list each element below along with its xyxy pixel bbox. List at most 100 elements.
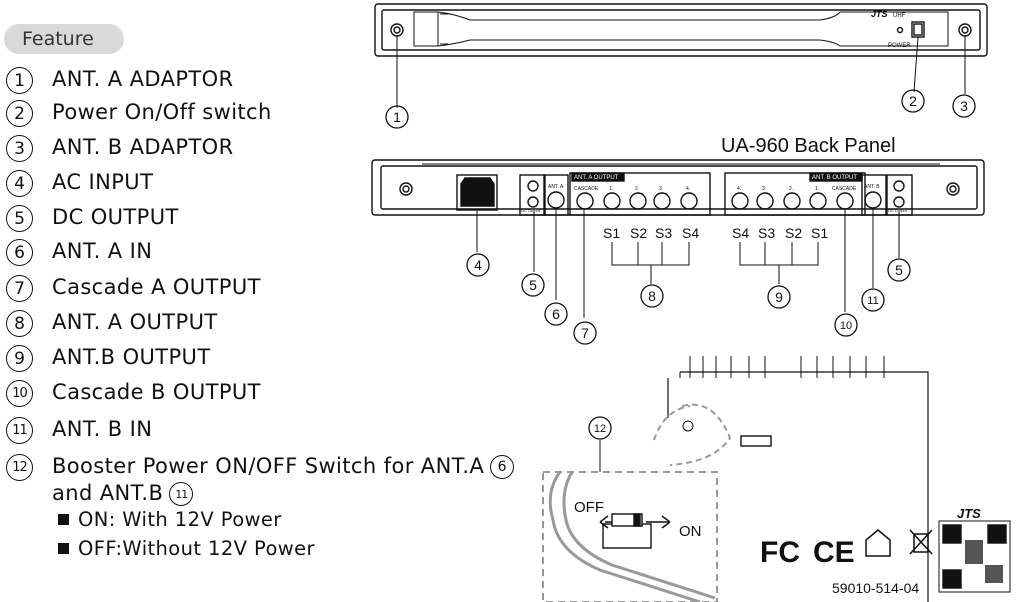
callout-number: 2 bbox=[6, 100, 33, 127]
ant-b-adaptor-connector bbox=[958, 23, 972, 37]
a-port-label: 3. bbox=[659, 186, 663, 192]
feature-label: Power On/Off switch bbox=[52, 100, 272, 124]
a-switch-label: S1 bbox=[603, 225, 620, 241]
b-port-label: 3. bbox=[762, 186, 766, 192]
callout-label: 3 bbox=[960, 98, 968, 114]
callout-label: 9 bbox=[775, 289, 783, 305]
switch-note-on: ON: With 12V Power bbox=[58, 508, 282, 531]
front-brand: JTS bbox=[871, 9, 888, 19]
callout-number: 3 bbox=[6, 135, 33, 162]
callout-label: 6 bbox=[552, 306, 560, 322]
bullet-square-icon bbox=[58, 514, 69, 525]
switch-detail bbox=[542, 356, 929, 602]
dc-output-label-b: DC Output bbox=[888, 208, 908, 213]
b-port-label: 4. bbox=[737, 186, 741, 192]
callout-number: 10 bbox=[6, 380, 33, 407]
ant-a-in-connector bbox=[547, 191, 565, 209]
feature-item-5: 5 DC OUTPUT bbox=[6, 204, 179, 232]
feature-item-1: 1 ANT. A ADAPTOR bbox=[6, 66, 234, 94]
cascade-a-label: CASCADE bbox=[574, 186, 599, 192]
callout-number: 9 bbox=[6, 345, 33, 372]
a-switch-label: S2 bbox=[630, 225, 647, 241]
callout-label: 1 bbox=[393, 109, 401, 125]
callout-number: 8 bbox=[6, 310, 33, 337]
front-band: UHF bbox=[893, 13, 906, 19]
switch-note-label: OFF:Without 12V Power bbox=[78, 537, 315, 560]
back-panel-title: UA-960 Back Panel bbox=[721, 135, 896, 157]
feature-label: ANT. B ADAPTOR bbox=[52, 135, 234, 159]
b-switch-label: S3 bbox=[758, 225, 775, 241]
callout-number: 7 bbox=[6, 275, 33, 302]
feature-label-line1: Booster Power ON/OFF Switch for ANT.A bbox=[52, 454, 485, 478]
front-power-label: POWER bbox=[888, 43, 911, 49]
ant-a-label: ANT. A bbox=[548, 184, 564, 190]
bullet-square-icon bbox=[58, 543, 69, 554]
home-icon bbox=[865, 529, 891, 557]
callout-label: 11 bbox=[867, 295, 878, 307]
feature-label: ANT.B OUTPUT bbox=[52, 345, 211, 369]
back-panel bbox=[371, 159, 985, 216]
feature-item-9: 9 ANT.B OUTPUT bbox=[6, 344, 211, 372]
callout-label: 5 bbox=[529, 277, 537, 293]
callout-number: 12 bbox=[6, 454, 33, 481]
a-port-label: 4. bbox=[686, 186, 690, 192]
switch-off-label: OFF bbox=[574, 499, 604, 516]
callout-number: 5 bbox=[6, 205, 33, 232]
feature-item-3: 3 ANT. B ADAPTOR bbox=[6, 134, 234, 162]
callout-label: 4 bbox=[474, 257, 482, 273]
feature-item-6: 6 ANT. A IN bbox=[6, 238, 152, 266]
feature-item-12: 12 Booster Power ON/OFF Switch for ANT.A… bbox=[6, 453, 515, 507]
callout-label: 2 bbox=[909, 93, 917, 109]
a-switch-label: S3 bbox=[655, 225, 672, 241]
part-number: 59010-514-04 bbox=[832, 580, 919, 596]
b-switch-label: S4 bbox=[732, 225, 749, 241]
ant-b-in-connector bbox=[864, 191, 882, 209]
fcc-mark-icon: FC bbox=[760, 536, 800, 569]
b-switch-label: S1 bbox=[811, 225, 828, 241]
callout-label: 12 bbox=[594, 423, 606, 435]
callout-number: 6 bbox=[6, 239, 33, 266]
a-switch-label: S4 bbox=[682, 225, 699, 241]
callout-number: 4 bbox=[6, 170, 33, 197]
feature-label: ANT. B IN bbox=[52, 417, 153, 441]
callout-number: 11 bbox=[6, 417, 33, 444]
switch-on-label: ON bbox=[679, 523, 702, 540]
callout-ref: 6 bbox=[490, 455, 515, 479]
feature-label: DC OUTPUT bbox=[52, 205, 179, 229]
ant-b-label: ANT. B bbox=[864, 184, 880, 190]
ant-a-adaptor-connector bbox=[390, 23, 404, 37]
b-port-label: 1. bbox=[815, 186, 819, 192]
feature-item-2: 2 Power On/Off switch bbox=[6, 99, 272, 127]
ant-a-output-label: ANT. A OUTPUT bbox=[574, 175, 619, 181]
brand-logo: JTS bbox=[957, 506, 981, 521]
b-switch-label: S2 bbox=[785, 225, 802, 241]
feature-label: Cascade A OUTPUT bbox=[52, 275, 261, 299]
feature-heading: Feature bbox=[4, 24, 124, 54]
callout-label: 5 bbox=[895, 262, 903, 278]
callout-number: 1 bbox=[6, 67, 33, 94]
cascade-b-label: CASCADE bbox=[832, 186, 857, 192]
b-port-label: 2. bbox=[789, 186, 793, 192]
callout-label: 10 bbox=[840, 320, 852, 332]
feature-label: ANT. A IN bbox=[52, 239, 153, 263]
feature-label: ANT. A OUTPUT bbox=[52, 310, 218, 334]
callout-label: 8 bbox=[648, 288, 656, 304]
feature-item-7: 7 Cascade A OUTPUT bbox=[6, 274, 261, 302]
feature-item-8: 8 ANT. A OUTPUT bbox=[6, 309, 218, 337]
certifications bbox=[865, 520, 1011, 593]
feature-label-line2: and ANT.B bbox=[52, 481, 164, 505]
switch-note-label: ON: With 12V Power bbox=[78, 508, 282, 531]
feature-title: Feature bbox=[22, 28, 94, 50]
callout-ref: 11 bbox=[169, 482, 194, 506]
feature-item-11: 11 ANT. B IN bbox=[6, 416, 152, 444]
switch-note-off: OFF:Without 12V Power bbox=[58, 537, 315, 560]
feature-label: AC INPUT bbox=[52, 170, 154, 194]
callout-label: 7 bbox=[581, 325, 589, 341]
power-led-icon bbox=[896, 26, 904, 34]
feature-label: ANT. A ADAPTOR bbox=[52, 67, 234, 91]
a-port-label: 2. bbox=[635, 186, 639, 192]
a-port-label: 1. bbox=[609, 186, 613, 192]
